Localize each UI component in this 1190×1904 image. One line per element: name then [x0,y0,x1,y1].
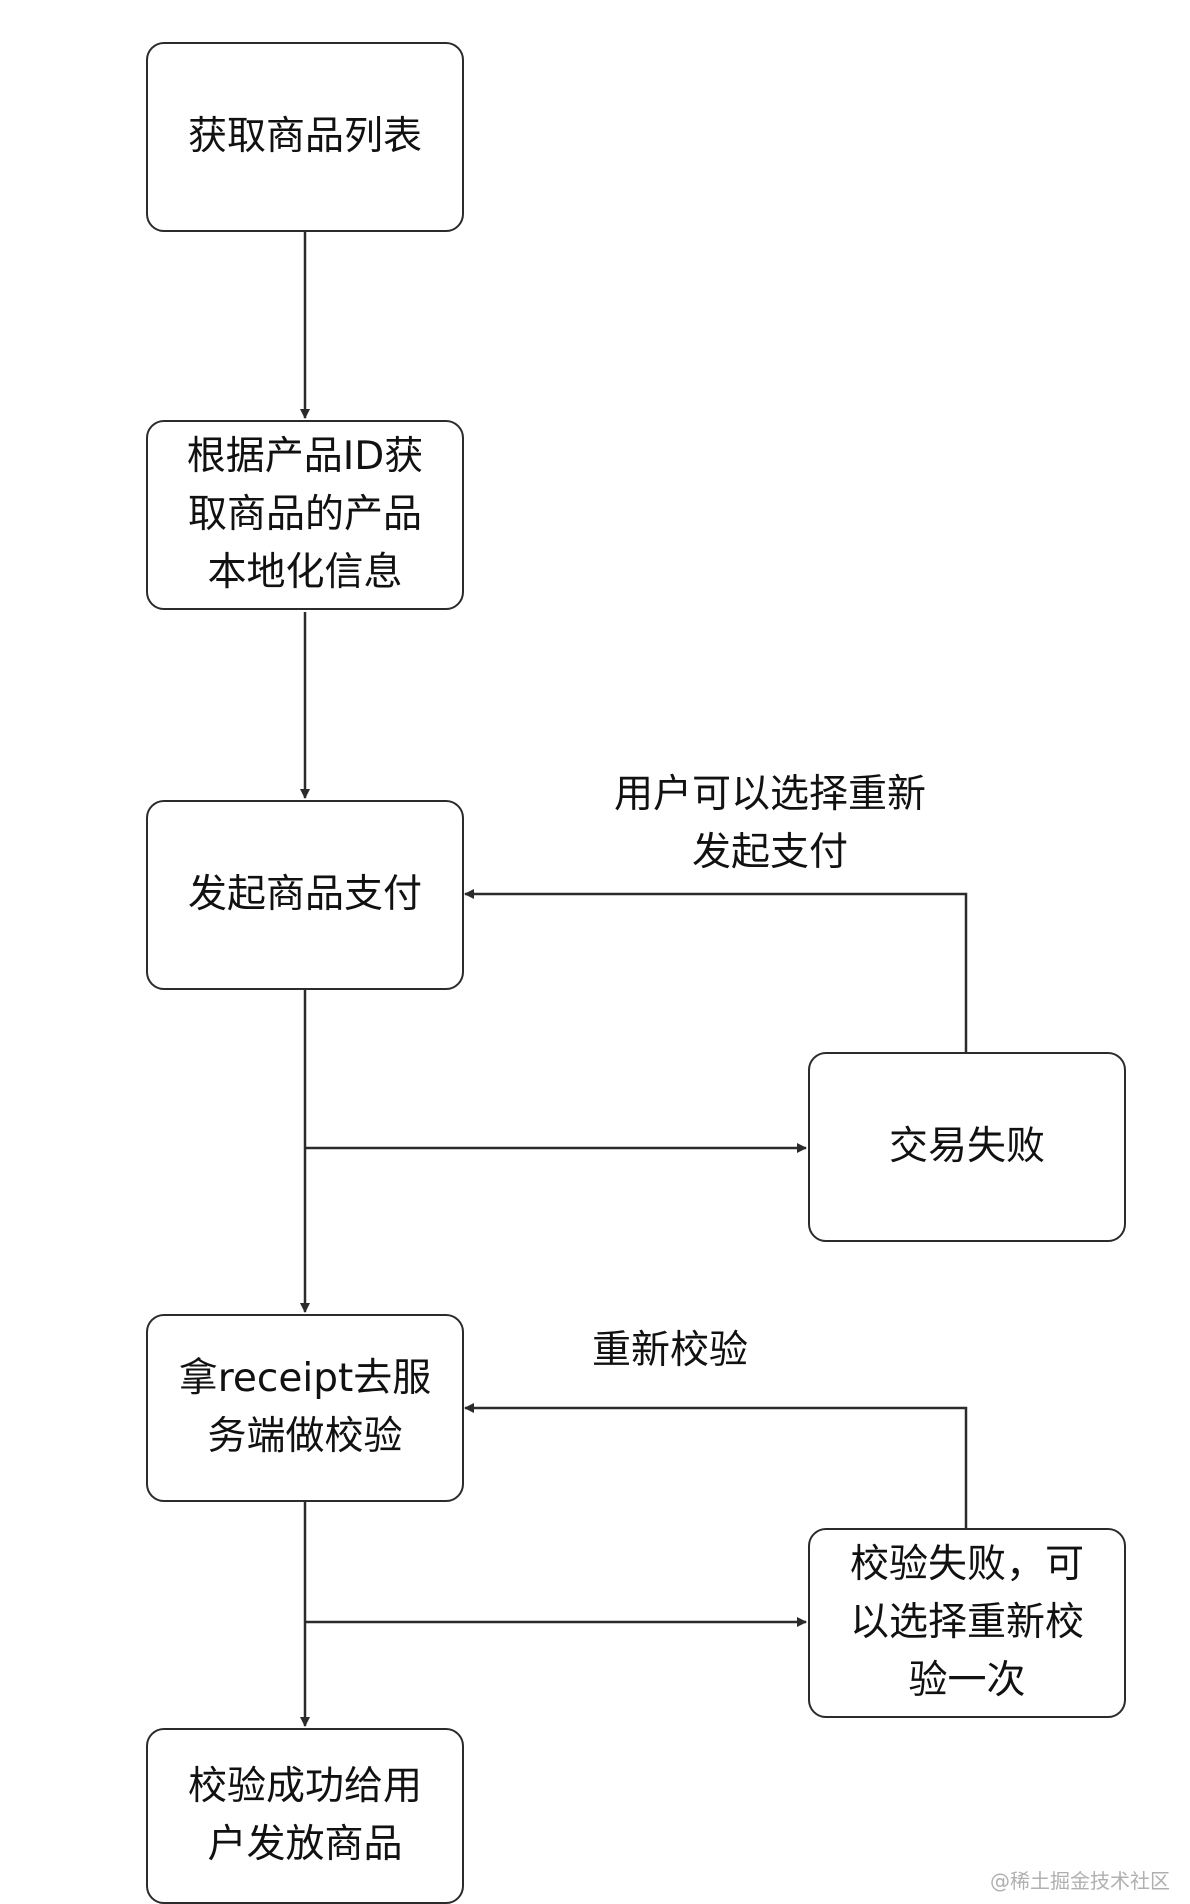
watermark: @稀土掘金技术社区 [990,1869,1170,1893]
node-get-product-list: 获取商品列表 [146,42,464,232]
node-transaction-failed: 交易失败 [808,1052,1126,1242]
arrow-retry-payment [464,889,968,1052]
node-get-localized-info: 根据产品ID获 取商品的产品 本地化信息 [146,420,464,610]
label-retry-payment: 用户可以选择重新 发起支付 [613,772,926,875]
node-start-payment: 发起商品支付 [146,800,464,990]
node-verify-receipt: 拿receipt去服 务端做校验 [146,1314,464,1502]
node-deliver-goods: 校验成功给用 户发放商品 [146,1728,464,1904]
node-verify-failed: 校验失败，可 以选择重新校 验一次 [808,1528,1126,1718]
label-retry-verify: 重新校验 [591,1328,748,1373]
arrow-retry-verify [464,1403,968,1528]
